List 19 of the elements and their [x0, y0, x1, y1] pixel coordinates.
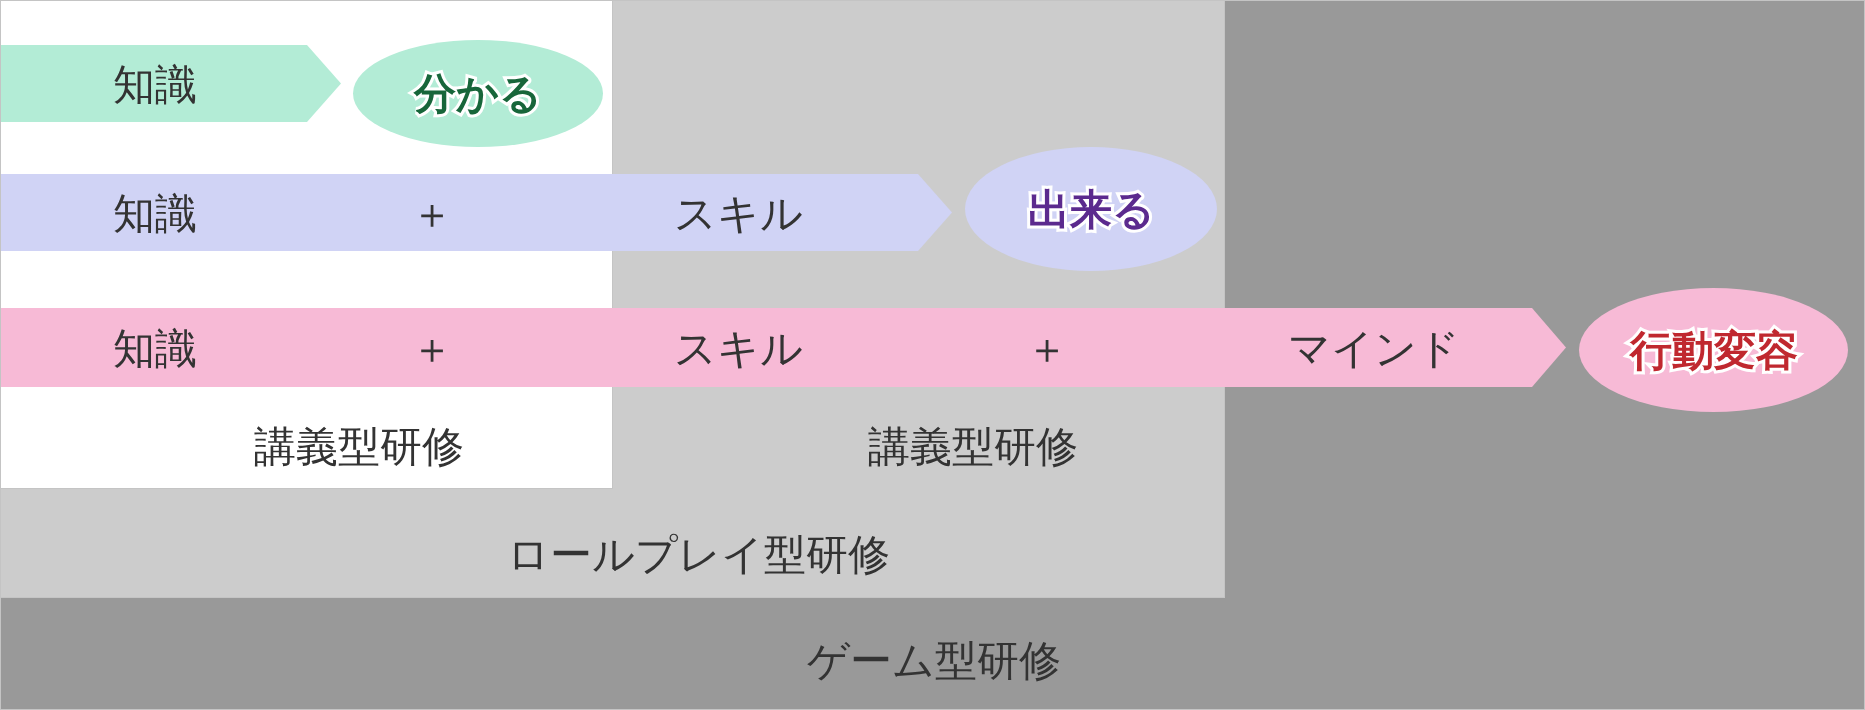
band-text: スキル: [673, 187, 803, 239]
result-text: 出来る: [1027, 183, 1155, 236]
band-text: ＋: [411, 187, 453, 239]
band-text: 知識: [113, 187, 197, 239]
arrow-band: [1, 308, 1566, 387]
region-title: 講義型研修: [868, 420, 1078, 473]
band-text: ＋: [1026, 322, 1068, 374]
region-title: 講義型研修: [254, 420, 464, 473]
arrow-band: [1, 45, 341, 122]
band-text: スキル: [673, 322, 803, 374]
region-title: ロールプレイ型研修: [506, 528, 890, 581]
result-text: 分かる: [414, 68, 542, 120]
arrow-band: [1, 174, 952, 251]
band-text: ＋: [411, 322, 453, 374]
band-text: 知識: [113, 58, 197, 110]
result-text: 行動変容: [1629, 324, 1798, 377]
band-text: マインド: [1288, 322, 1460, 374]
band-text: 知識: [113, 322, 197, 374]
region-title: ゲーム型研修: [807, 634, 1061, 687]
